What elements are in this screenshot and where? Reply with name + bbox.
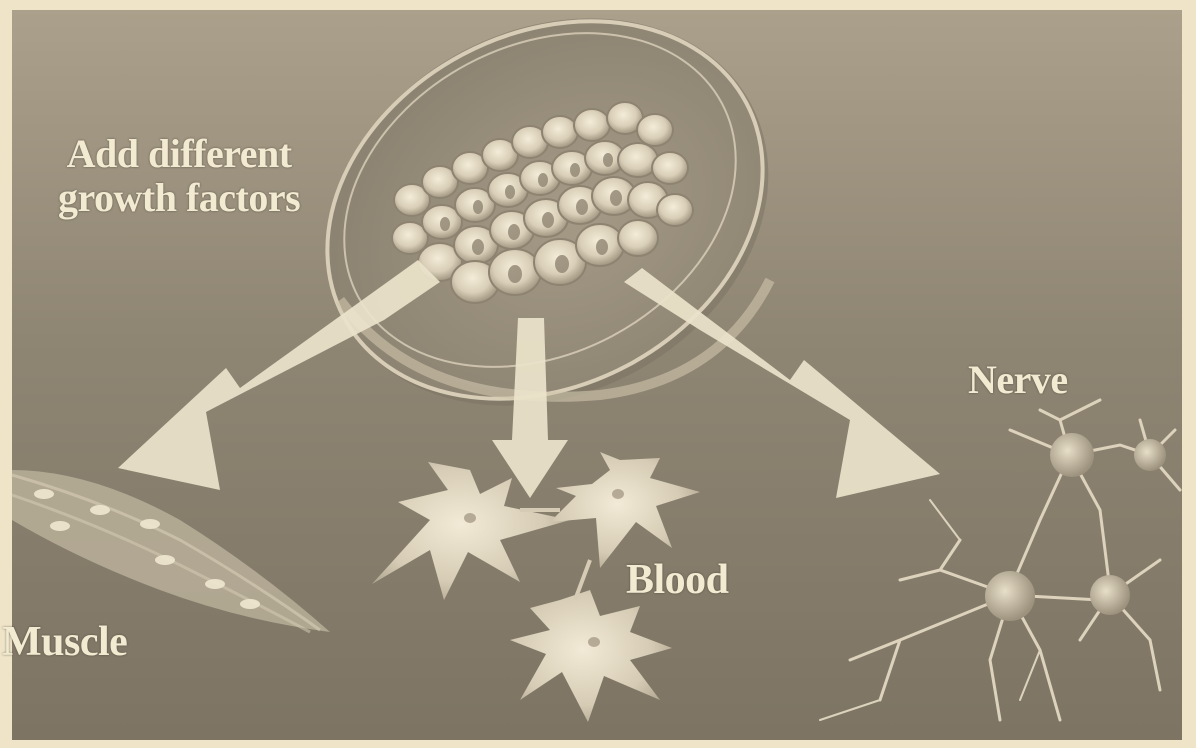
instruction-line-1: Add different <box>58 132 300 176</box>
muscle-label: Muscle <box>2 618 127 666</box>
instruction-line-2: growth factors <box>58 176 300 220</box>
nerve-label: Nerve <box>968 356 1068 403</box>
instruction-label: Add different growth factors <box>58 132 300 220</box>
blood-label: Blood <box>626 556 729 604</box>
